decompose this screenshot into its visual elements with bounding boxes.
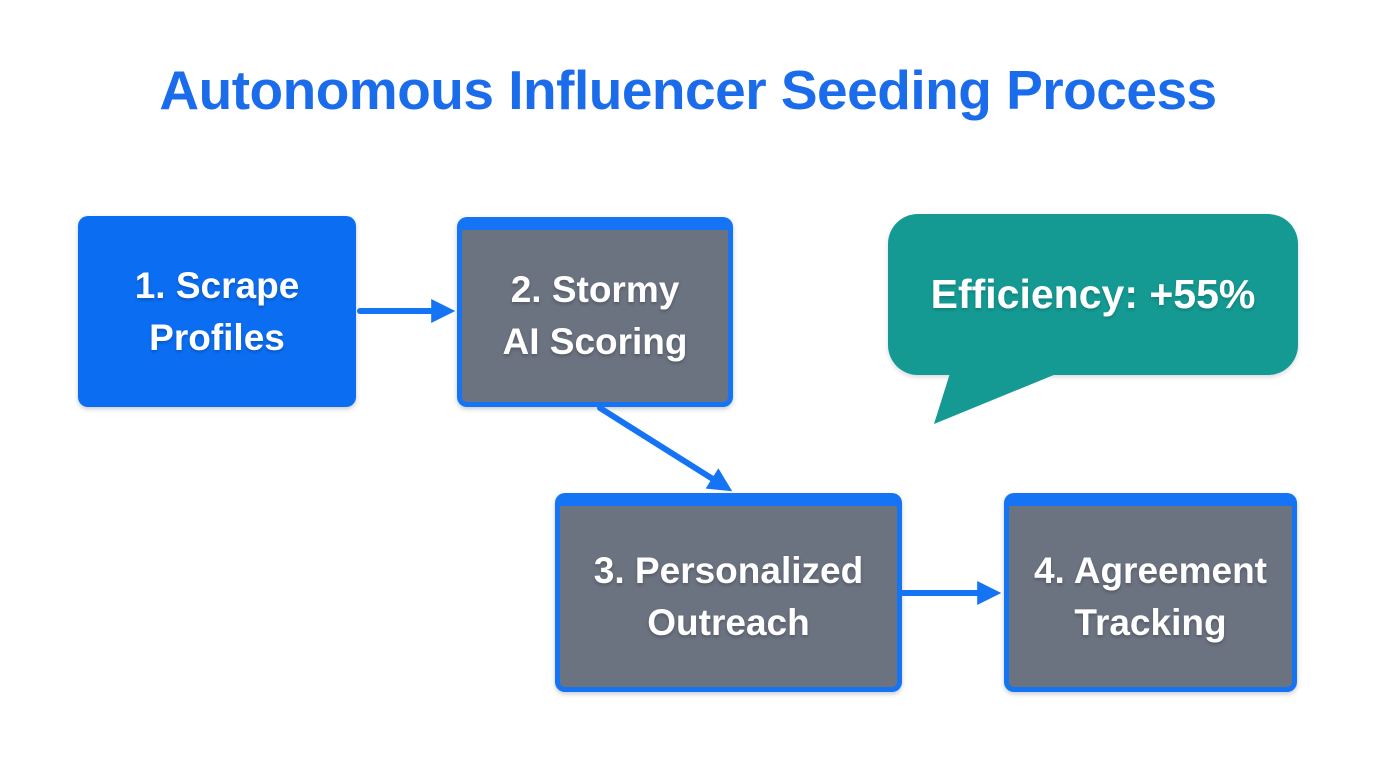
step-4-label: 4. Agreement Tracking — [1033, 549, 1268, 643]
step-box-2-stormy-ai-scoring: 2. Stormy AI Scoring — [457, 217, 733, 407]
step-1-label: 1. Scrape Profiles — [134, 264, 300, 358]
efficiency-callout-label: Efficiency: +55% — [930, 271, 1256, 317]
diagram-title: Autonomous Influencer Seeding Process — [159, 59, 1217, 121]
step-2-label: 2. Stormy AI Scoring — [502, 269, 688, 362]
step-box-4-agreement-tracking: 4. Agreement Tracking — [1004, 493, 1297, 692]
step-box-3-personalized-outreach: 3. Personalized Outreach — [555, 493, 902, 692]
efficiency-callout-bubble: Efficiency: +55% — [888, 214, 1298, 375]
speech-bubble-tail-icon — [934, 370, 1066, 424]
step-box-1-scrape-profiles: 1. Scrape Profiles — [78, 216, 356, 407]
arrow-step2-to-step3-icon — [597, 405, 733, 492]
step-3-label: 3. Personalized Outreach — [593, 549, 864, 643]
